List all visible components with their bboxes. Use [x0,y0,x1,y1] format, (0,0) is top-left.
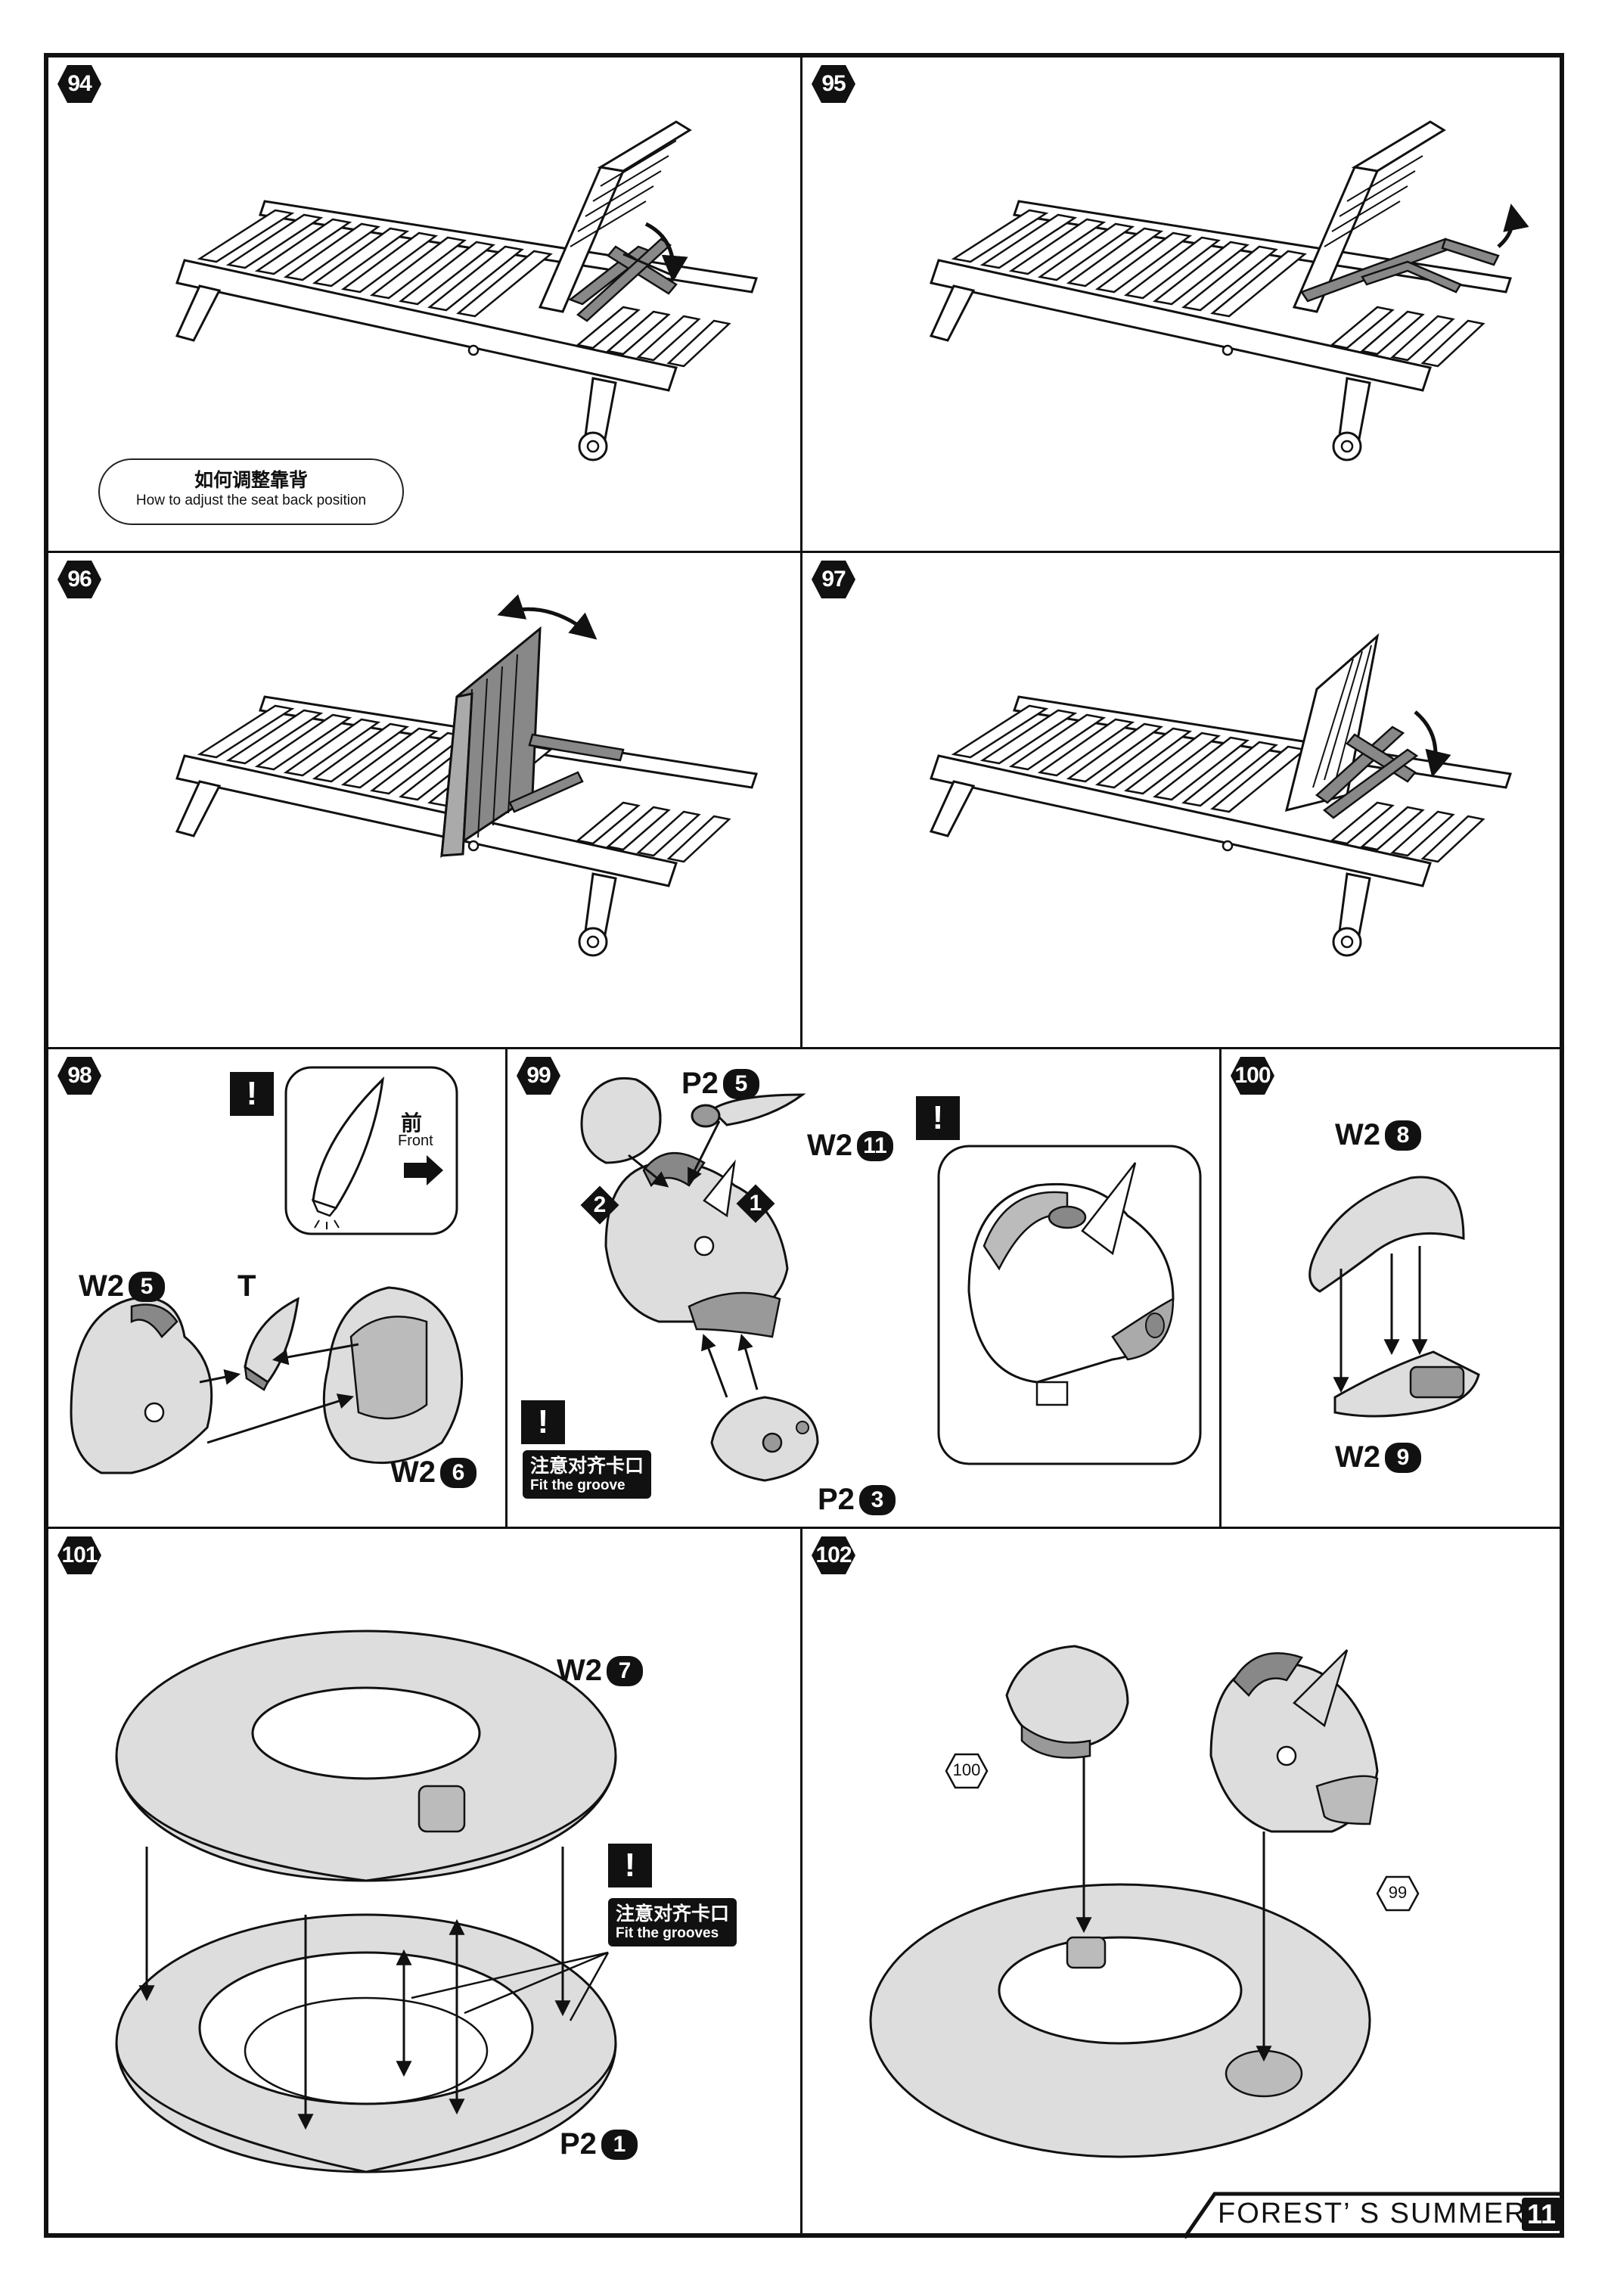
step-number: 98 [67,1063,92,1088]
step-number-badge: 95 [810,64,857,104]
part-sheet: W2 [807,1129,852,1162]
front-label-zh: 前 [401,1111,423,1136]
step-number-badge: 101 [56,1535,103,1576]
step-99-panel: 99 1 2 ! [508,1049,1219,1527]
step-number: 97 [821,567,846,592]
note-en: Fit the groove [530,1477,626,1493]
part-label-t: T [237,1269,256,1303]
part-sheet: W2 [557,1654,602,1687]
col-divider-top [800,53,802,1049]
fit-groove-note: 注意对齐卡口 Fit the groove [523,1450,652,1499]
part-number: 9 [1385,1443,1421,1473]
step-number: 94 [67,71,92,96]
float-ring-illustration [115,1630,617,2173]
tail-assembly-illustration [1308,1176,1480,1418]
front-label-en: Front [398,1132,433,1149]
part-sheet: P2 [818,1483,855,1516]
lounger-illustration [930,633,1512,957]
page-number: 11 [1522,2198,1561,2231]
note-en: How to adjust the seat back position [135,492,367,508]
row-divider-3 [44,1527,1564,1529]
adjust-seat-back-note: 如何调整靠背 How to adjust the seat back posit… [98,458,404,525]
part-sheet: P2 [681,1067,719,1100]
step-number-badge: 99 [515,1055,562,1096]
lounger-illustration [175,120,758,461]
step-number: 96 [67,567,92,592]
part-number: 1 [601,2130,638,2160]
final-assembly-illustration [869,1645,1420,2158]
step-number-badge: 97 [810,559,857,600]
part-number: 5 [129,1272,165,1302]
step-number: 102 [815,1543,852,1567]
part-sheet: P2 [560,2127,597,2161]
part-number: 7 [607,1656,643,1686]
part-number: 6 [440,1458,477,1488]
col-divider-mid-a [505,1047,508,1528]
ref-99-label: 99 [1388,1883,1408,1902]
note-zh: 注意对齐卡口 [616,1903,730,1925]
caution-icon: ! [608,1844,652,1887]
order-marker-2: 2 [580,1185,619,1225]
part-number: 11 [857,1131,893,1161]
part-number: 8 [1385,1120,1421,1151]
lounger-illustration [175,594,758,957]
part-sheet: W2 [390,1456,436,1489]
step-102-panel: 102 100 99 [802,1529,1560,2195]
step-number: 99 [526,1063,551,1088]
step-97-panel: 97 [802,553,1560,1047]
caution-icon-groove: ! [521,1400,565,1444]
caution-icon: ! [230,1072,274,1116]
order-marker-1: 1 [736,1184,775,1223]
caution-icon-inset: ! [916,1096,960,1140]
lounger-illustration [930,120,1529,461]
step-95-panel: 95 [802,57,1560,551]
footer-brand-title: FOREST’ S SUMMER [1218,2198,1527,2229]
ref-100-label: 100 [952,1760,981,1779]
step-number-badge: 94 [56,64,103,104]
step-number: 95 [821,71,846,96]
col-divider-mid-b [1219,1047,1222,1528]
part-number: 5 [722,1069,759,1099]
part-sheet: T [237,1269,256,1303]
fit-grooves-note: 注意对齐卡口 Fit the grooves [608,1898,737,1946]
step-number: 101 [61,1543,98,1567]
part-sheet: W2 [1335,1118,1380,1151]
step-number-badge: 100 [1229,1055,1276,1096]
step-96-panel: 96 [48,553,800,1047]
col-divider-bottom [800,1527,802,2238]
step-number-badge: 98 [56,1055,103,1096]
step-94-panel: 94 如何调整靠背 How to adjust the seat back po… [48,57,800,551]
part-sheet: W2 [1335,1440,1380,1474]
order-number: 1 [749,1191,762,1216]
order-number: 2 [593,1192,607,1217]
page-frame [44,53,1564,2238]
note-zh: 如何调整靠背 [194,469,308,491]
front-orientation-illustration [70,1066,464,1474]
part-sheet: W2 [79,1269,124,1303]
row-divider-1 [44,551,1564,553]
note-zh: 注意对齐卡口 [530,1455,644,1477]
note-en: Fit the grooves [616,1925,719,1941]
row-divider-2 [44,1047,1564,1049]
step-number: 100 [1234,1063,1271,1088]
step-number-badge: 96 [56,559,103,600]
step-number-badge: 102 [810,1535,857,1576]
part-number: 3 [858,1485,896,1515]
